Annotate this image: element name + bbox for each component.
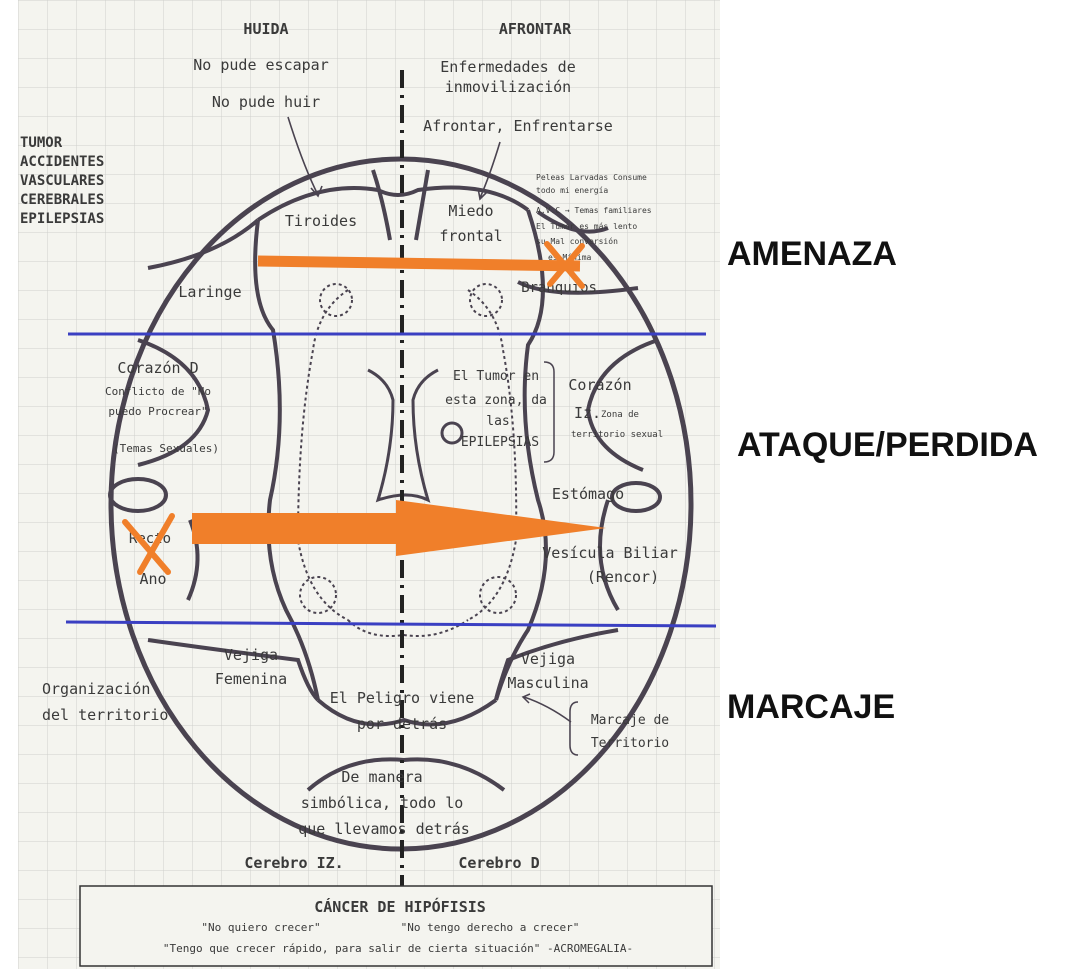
organ-miedo-frontal-1: Miedo xyxy=(448,202,493,220)
organ-corazon-iz-1: Corazón xyxy=(568,376,631,394)
header-huida: HUIDA xyxy=(243,20,288,38)
zone-label-amenaza: AMENAZA xyxy=(727,235,897,273)
peligro-line-2: por detrás xyxy=(357,715,447,733)
hemisphere-right: Cerebro D xyxy=(458,854,539,872)
tumor-note-line: esta zona, da xyxy=(445,393,547,408)
note-enfermedades-1: Enfermedades de xyxy=(440,58,575,76)
marcaje-bracket xyxy=(569,701,579,756)
small-note-line: su Mal conversión xyxy=(536,236,618,246)
corazon-d-note: puedo Procrear" xyxy=(108,405,207,418)
organ-partitions xyxy=(137,210,659,792)
organ-vesicula-2: (Rencor) xyxy=(587,568,659,586)
marcaje-note-line: Marcaje de xyxy=(591,713,669,728)
organ-vejiga-masculina-2: Masculina xyxy=(507,674,588,692)
central-ventricle xyxy=(367,368,439,503)
organ-vesicula-1: Vesícula Biliar xyxy=(542,544,677,562)
organ-vejiga-femenina-1: Vejiga xyxy=(224,646,278,664)
small-cyst xyxy=(440,421,464,445)
tumor-note-line: las xyxy=(486,414,509,429)
simbolica-line: De manera xyxy=(341,768,422,786)
side-list-item: CEREBRALES xyxy=(20,192,104,208)
organ-ano: Ano xyxy=(139,570,166,588)
marcaje-note-line: Territorio xyxy=(591,736,669,751)
hipofisis-quote-2: "No tengo derecho a crecer" xyxy=(401,921,580,934)
organ-estomago: Estómago xyxy=(552,485,624,503)
organ-laringe: Laringe xyxy=(178,283,241,301)
dotted-structures xyxy=(296,283,518,637)
hipofisis-box xyxy=(79,885,713,967)
small-note-line: todo mi energía xyxy=(536,186,608,195)
small-note-line: El Tumor es más lento xyxy=(536,222,637,231)
small-note-line: Peleas Larvadas Consume xyxy=(536,173,647,182)
organ-vejiga-masculina-1: Vejiga xyxy=(521,650,575,668)
small-note-line: A.V.C → Temas familiares xyxy=(536,206,652,215)
organ-miedo-frontal-2: frontal xyxy=(439,227,502,245)
peligro-line-1: El Peligro viene xyxy=(330,689,475,707)
zone-label-ataque-perdida: ATAQUE/PERDIDA xyxy=(737,426,1038,464)
note-no-pude-escapar: No pude escapar xyxy=(193,56,328,74)
small-note-line: es Mínima xyxy=(548,253,592,262)
pointer-arrow-marcaje xyxy=(521,693,572,723)
header-afrontar: AFRONTAR xyxy=(499,20,572,38)
side-list-item: VASCULARES xyxy=(20,173,104,189)
nodule-left xyxy=(108,477,168,513)
note-no-pude-huir: No pude huir xyxy=(212,93,320,111)
organ-vejiga-femenina-2: Femenina xyxy=(215,670,287,688)
corazon-d-note: Conflicto de "No xyxy=(105,385,211,398)
tumor-note-line: EPILEPSIAS xyxy=(461,435,539,450)
corazon-iz-note: Zona de xyxy=(601,410,639,420)
organizacion-line: del territorio xyxy=(42,706,168,724)
organ-corazon-d: Corazón D xyxy=(117,359,198,377)
pointer-arrow-huir xyxy=(287,116,323,198)
corazon-d-note: (Temas Sexuales) xyxy=(113,442,219,455)
hipofisis-quote-3: "Tengo que crecer rápido, para salir de … xyxy=(163,942,633,955)
hipofisis-title: CÁNCER DE HIPÓFISIS xyxy=(314,897,486,916)
note-enfermedades-2: inmovilización xyxy=(445,78,571,96)
simbolica-line: simbólica, todo lo xyxy=(301,794,464,812)
organ-recto: Recto xyxy=(129,531,171,547)
side-list-item: ACCIDENTES xyxy=(20,154,104,170)
organizacion-line: Organización xyxy=(42,680,150,698)
hemisphere-left: Cerebro IZ. xyxy=(244,854,343,872)
hipofisis-quote-1: "No quiero crecer" xyxy=(201,921,320,934)
side-list-item: TUMOR xyxy=(20,135,63,151)
side-list-item: EPILEPSIAS xyxy=(20,211,104,227)
zone-label-marcaje: MARCAJE xyxy=(727,688,895,726)
organ-branquios: Branquios xyxy=(521,280,597,296)
nodule-right xyxy=(610,481,662,513)
tumor-note-bracket xyxy=(543,361,555,463)
tumor-note-line: El Tumor en xyxy=(453,369,539,384)
organ-corazon-iz-2: Iz. xyxy=(574,404,601,422)
note-afrontar: Afrontar, Enfrentarse xyxy=(423,117,613,135)
corazon-iz-note: territorio sexual xyxy=(571,430,663,440)
simbolica-line: que llevamos detrás xyxy=(298,820,470,838)
diagram-sheet: HUIDA AFRONTAR No pude escapar No pude h… xyxy=(18,0,720,969)
organ-tiroides: Tiroides xyxy=(285,212,357,230)
